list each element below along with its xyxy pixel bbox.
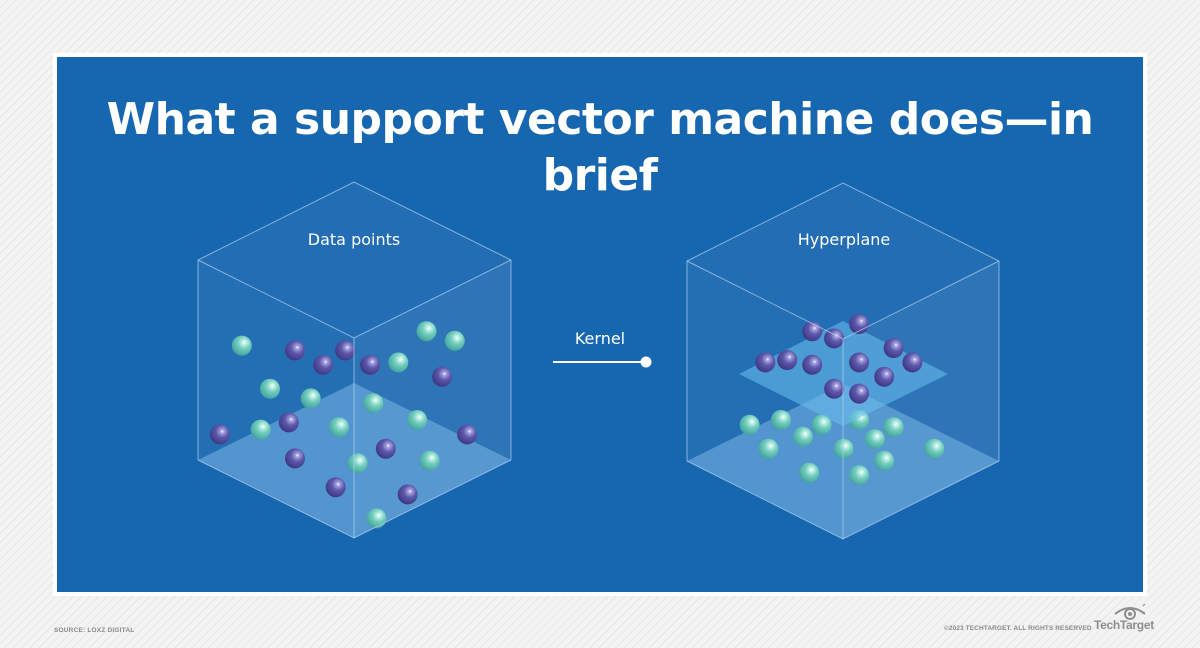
techtarget-eye-icon xyxy=(1114,604,1146,620)
teal-data-point xyxy=(924,438,945,459)
infographic-panel xyxy=(57,57,1143,592)
kernel-dot xyxy=(640,356,652,368)
teal-data-point xyxy=(363,393,384,414)
cube-back-left-face xyxy=(198,260,354,538)
teal-data-point xyxy=(250,419,271,440)
purple-data-point xyxy=(755,352,776,373)
teal-data-point xyxy=(864,429,885,450)
purple-data-point xyxy=(457,424,478,445)
purple-data-point xyxy=(824,328,845,349)
purple-data-point xyxy=(802,354,823,375)
source-credit: SOURCE: LOXZ DIGITAL xyxy=(54,627,135,634)
purple-data-point xyxy=(285,448,305,469)
purple-data-point xyxy=(802,321,823,342)
kernel-label: Kernel xyxy=(574,329,626,348)
purple-data-point xyxy=(313,354,334,375)
purple-data-point xyxy=(285,340,305,361)
purple-data-point xyxy=(432,366,453,387)
teal-data-point xyxy=(874,450,895,471)
purple-data-point xyxy=(883,338,904,358)
teal-data-point xyxy=(758,438,779,459)
teal-data-point xyxy=(328,417,349,438)
left-spheres xyxy=(209,321,478,529)
teal-data-point xyxy=(407,410,428,430)
copyright-notice: ©2023 TECHTARGET. ALL RIGHTS RESERVED xyxy=(944,625,1092,632)
teal-data-point xyxy=(419,450,440,471)
purple-data-point xyxy=(397,484,418,505)
purple-data-point xyxy=(849,383,870,404)
kernel-arrow xyxy=(553,356,652,368)
purple-data-point xyxy=(375,438,396,459)
purple-data-point xyxy=(849,352,870,373)
purple-data-point xyxy=(209,424,230,445)
teal-data-point xyxy=(739,414,760,435)
teal-data-point xyxy=(231,335,252,356)
data-points-label: Data points xyxy=(307,230,401,249)
left-cube xyxy=(197,181,512,539)
purple-data-point xyxy=(278,412,299,433)
techtarget-logo: TechTarget xyxy=(1094,618,1154,632)
cube-back-right-face xyxy=(354,260,511,538)
cube-edges xyxy=(686,182,1000,540)
teal-data-point xyxy=(260,378,280,399)
purple-data-point xyxy=(902,352,923,373)
teal-data-point xyxy=(416,321,437,342)
teal-data-point xyxy=(347,453,368,474)
teal-data-point xyxy=(849,465,870,486)
cube-edges xyxy=(197,181,512,539)
purple-data-point xyxy=(777,350,798,370)
purple-data-point xyxy=(874,366,895,387)
teal-data-point xyxy=(770,410,791,430)
teal-data-point xyxy=(883,417,904,438)
purple-data-point xyxy=(824,378,845,399)
hyperplane-label: Hyperplane xyxy=(797,230,891,249)
teal-data-point xyxy=(300,388,321,409)
infographic-title: What a support vector machine does—in br… xyxy=(106,94,1094,201)
teal-data-point xyxy=(792,426,813,447)
teal-data-point xyxy=(811,414,832,435)
teal-data-point xyxy=(444,330,465,351)
purple-data-point xyxy=(360,354,381,375)
teal-data-point xyxy=(388,352,409,373)
teal-data-point xyxy=(799,462,820,483)
purple-data-point xyxy=(335,340,356,361)
teal-data-point xyxy=(366,508,387,529)
right-cube xyxy=(686,182,1000,540)
purple-data-point xyxy=(325,477,346,498)
